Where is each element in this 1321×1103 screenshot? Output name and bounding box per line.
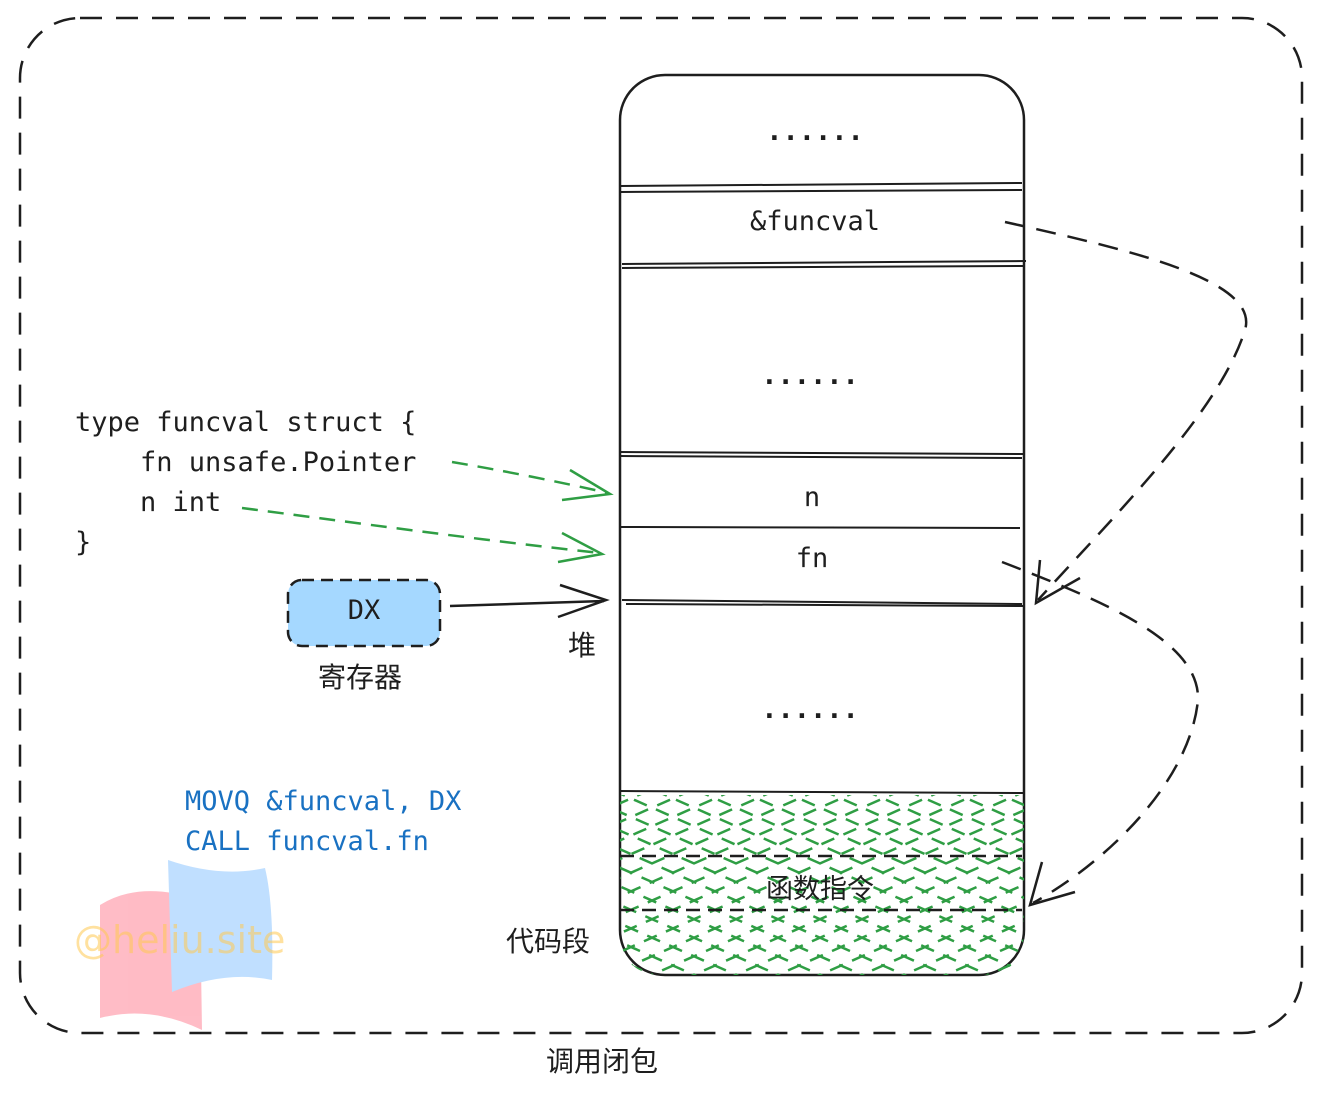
cell-ellipsis-bottom: ...... bbox=[761, 694, 859, 725]
dx-arrow bbox=[449, 599, 605, 608]
cell-ellipsis-top: ...... bbox=[766, 116, 864, 147]
diagram-caption: 调用闭包 bbox=[546, 1045, 659, 1078]
asm-line-1: MOVQ &funcval, DX bbox=[185, 786, 462, 817]
hatch-line bbox=[969, 795, 1024, 975]
pointer-arrow-funcval-to-fn bbox=[1004, 220, 1248, 601]
code-line-4: } bbox=[75, 527, 92, 558]
cell-dividers bbox=[619, 182, 1027, 794]
register-label: 寄存器 bbox=[318, 661, 403, 694]
hatch-line bbox=[1242, 790, 1321, 1020]
hatch-line bbox=[989, 795, 1024, 975]
green-arrowhead-n-field bbox=[557, 531, 606, 564]
pointer-arrow-fn-to-instruction bbox=[1001, 560, 1200, 905]
code-line-2: fn unsafe.Pointer bbox=[75, 447, 417, 478]
cell-ellipsis-middle: ...... bbox=[761, 360, 859, 391]
cell-instructions: 函数指令 bbox=[766, 874, 874, 905]
cell-funcval-ptr: &funcval bbox=[749, 206, 881, 237]
hatch-line bbox=[1074, 790, 1321, 1020]
hatch-line bbox=[1284, 790, 1321, 1020]
register-box bbox=[286, 578, 442, 648]
hatch-line bbox=[1116, 790, 1321, 1020]
cell-n: n bbox=[803, 482, 821, 513]
code-line-1: type funcval struct { bbox=[75, 407, 417, 438]
green-arrowhead-fn-field bbox=[561, 468, 614, 502]
watermark-logo bbox=[100, 860, 273, 1030]
hatch-line bbox=[1200, 790, 1321, 1020]
code-line-3: n int bbox=[75, 487, 222, 518]
cell-fn: fn bbox=[795, 543, 829, 574]
green-arrow-fn-field bbox=[451, 460, 609, 495]
asm-line-2: CALL funcval.fn bbox=[185, 826, 429, 857]
register-name: DX bbox=[347, 595, 381, 626]
hatch-line bbox=[1032, 790, 1321, 1020]
heap-label: 堆 bbox=[568, 629, 597, 662]
green-arrow-n-field bbox=[241, 506, 601, 555]
watermark-text: @heliu.site bbox=[74, 918, 286, 962]
outer-dashed-frame bbox=[18, 16, 1304, 1035]
hatch-line bbox=[1158, 790, 1321, 1020]
dx-arrowhead bbox=[557, 583, 610, 619]
code-segment-label: 代码段 bbox=[506, 925, 591, 958]
arrowhead-fn-to-instruction bbox=[1028, 861, 1076, 907]
